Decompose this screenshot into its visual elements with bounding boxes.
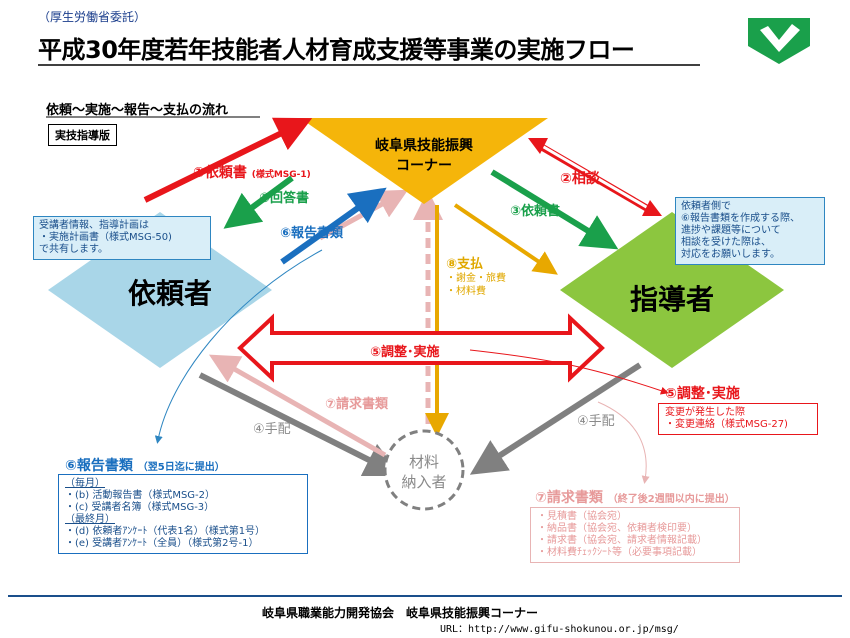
- page-title: 平成30年度若年技能者人材育成支援等事業の実施フロー: [38, 36, 635, 64]
- label-consult: ②相談: [560, 171, 600, 187]
- report-line: ・(d) 依頼者ｱﾝｹｰﾄ（代表1名）（様式第1号）: [65, 526, 266, 537]
- note-line: 受講者情報、指導計画は: [39, 220, 149, 231]
- label-report: ⑥報告書類: [280, 226, 344, 241]
- material-label-line2: 納入者: [401, 473, 447, 491]
- billing-note: （終了後2週間以内に提出）: [607, 494, 735, 505]
- footer-url[interactable]: URL：http://www.gifu-shokunou.or.jp/msg/: [440, 624, 679, 635]
- arrow-billing-to-requester: [208, 354, 387, 458]
- center-label-line2: コーナー: [396, 158, 452, 174]
- adjust-line: ・変更連絡（様式MSG-27): [665, 419, 788, 430]
- material-label-line1: 材料: [408, 453, 439, 471]
- label-billing: ⑦請求書類: [325, 397, 389, 412]
- arrow-adjust-implement: [237, 313, 605, 383]
- line-adjust-note: [469, 349, 669, 395]
- label-request: ①依頼書 (様式MSG-1): [193, 162, 311, 182]
- payment-item: ・材料費: [446, 286, 486, 297]
- label-arrange-left: ④手配: [253, 422, 291, 437]
- adjust-title: ⑤調整･実施: [665, 386, 740, 402]
- report-box: （毎月） ・(b) 活動報告書（様式MSG-2） ・(c) 受講者名簿（様式MS…: [58, 474, 308, 554]
- label-request-text: ①依頼書: [193, 165, 247, 181]
- label-adjust: ⑤調整･実施: [370, 345, 440, 360]
- commission-note: （厚生労働省委託）: [38, 10, 147, 24]
- billing-title: ⑦請求書類 （終了後2週間以内に提出）: [535, 487, 735, 507]
- arrow-arrange-left: [198, 372, 402, 477]
- note-line: で共有します。: [39, 244, 108, 255]
- billing-line: ・材料費ﾁｪｯｸｼｰﾄ等（必要事項記載）: [537, 547, 702, 558]
- billing-line: ・納品書（協会宛、依頼者検印要）: [537, 523, 697, 534]
- arrow-consult: [528, 138, 662, 216]
- arrow-request: [143, 117, 313, 203]
- footer-org: 岐阜県職業能力開発協会 岐阜県技能振興コーナー: [262, 606, 539, 620]
- material-node-label: 材料 納入者: [396, 452, 452, 492]
- report-line: ・(b) 活動報告書（様式MSG-2）: [65, 490, 216, 501]
- payment-item: ・謝金・旅費: [446, 273, 506, 284]
- line-billing-note: [597, 401, 650, 484]
- logo-icon: [748, 18, 810, 64]
- report-title: ⑥報告書類 （翌5日迄に提出）: [65, 455, 225, 475]
- report-title-text: ⑥報告書類: [65, 458, 133, 474]
- version-badge: 実技指導版: [48, 124, 117, 146]
- label-payment: ⑧支払: [446, 257, 484, 272]
- billing-title-text: ⑦請求書類: [535, 490, 603, 506]
- page-subtitle: 依頼～実施～報告～支払の流れ: [46, 103, 229, 118]
- label-answer: ③回答書: [259, 191, 310, 206]
- requester-node-label: 依頼者: [128, 277, 213, 310]
- note-line: 進捗や課題等について: [681, 225, 781, 236]
- report-line: （最終月）: [65, 514, 115, 525]
- adjust-line: 変更が発生した際: [665, 407, 745, 418]
- payment-items: ・謝金・旅費 ・材料費: [446, 272, 506, 298]
- center-label-line1: 岐阜県技能振興: [375, 138, 473, 154]
- label-request-instructor: ③依頼書: [510, 204, 561, 219]
- label-arrange-right: ④手配: [577, 414, 615, 429]
- label-request-form: (様式MSG-1): [251, 170, 311, 180]
- report-line: （毎月）: [65, 478, 105, 489]
- material-node-shape: [383, 429, 465, 511]
- requester-note: 受講者情報、指導計画は ・実施計画書（様式MSG-50) で共有します。: [33, 216, 211, 260]
- center-node-label: 岐阜県技能振興 コーナー: [366, 135, 482, 175]
- arrow-arrange-right: [469, 362, 642, 475]
- instructor-node-label: 指導者: [630, 283, 715, 316]
- adjust-box: 変更が発生した際 ・変更連絡（様式MSG-27): [658, 403, 818, 435]
- note-line: 依頼者側で: [681, 201, 731, 212]
- report-note: （翌5日迄に提出）: [137, 462, 225, 473]
- arrow-report: [280, 187, 387, 265]
- billing-box: ・見積書（協会宛） ・納品書（協会宛、依頼者検印要） ・請求書（協会宛、請求者情…: [530, 507, 740, 563]
- billing-line: ・見積書（協会宛）: [537, 511, 627, 522]
- note-line: ⑥報告書類を作成する際、: [681, 213, 800, 224]
- line-report-note: [154, 249, 323, 444]
- instructor-note: 依頼者側で ⑥報告書類を作成する際、 進捗や課題等について 相談を受けた際は、 …: [675, 197, 825, 265]
- report-line: ・(c) 受講者名簿（様式MSG-3）: [65, 502, 215, 513]
- note-line: ・実施計画書（様式MSG-50): [39, 232, 172, 243]
- center-node-shape: [300, 118, 548, 204]
- report-line: ・(e) 受講者ｱﾝｹｰﾄ（全員）（様式第2号-1）: [65, 538, 259, 549]
- arrow-payment-instructor: [453, 203, 558, 275]
- note-line: 相談を受けた際は、: [681, 237, 771, 248]
- arrow-answer: [223, 175, 294, 229]
- billing-line: ・請求書（協会宛、請求者情報記載）: [537, 535, 707, 546]
- arrow-request-instructor: [490, 169, 619, 250]
- note-line: 対応をお願いします。: [681, 249, 780, 260]
